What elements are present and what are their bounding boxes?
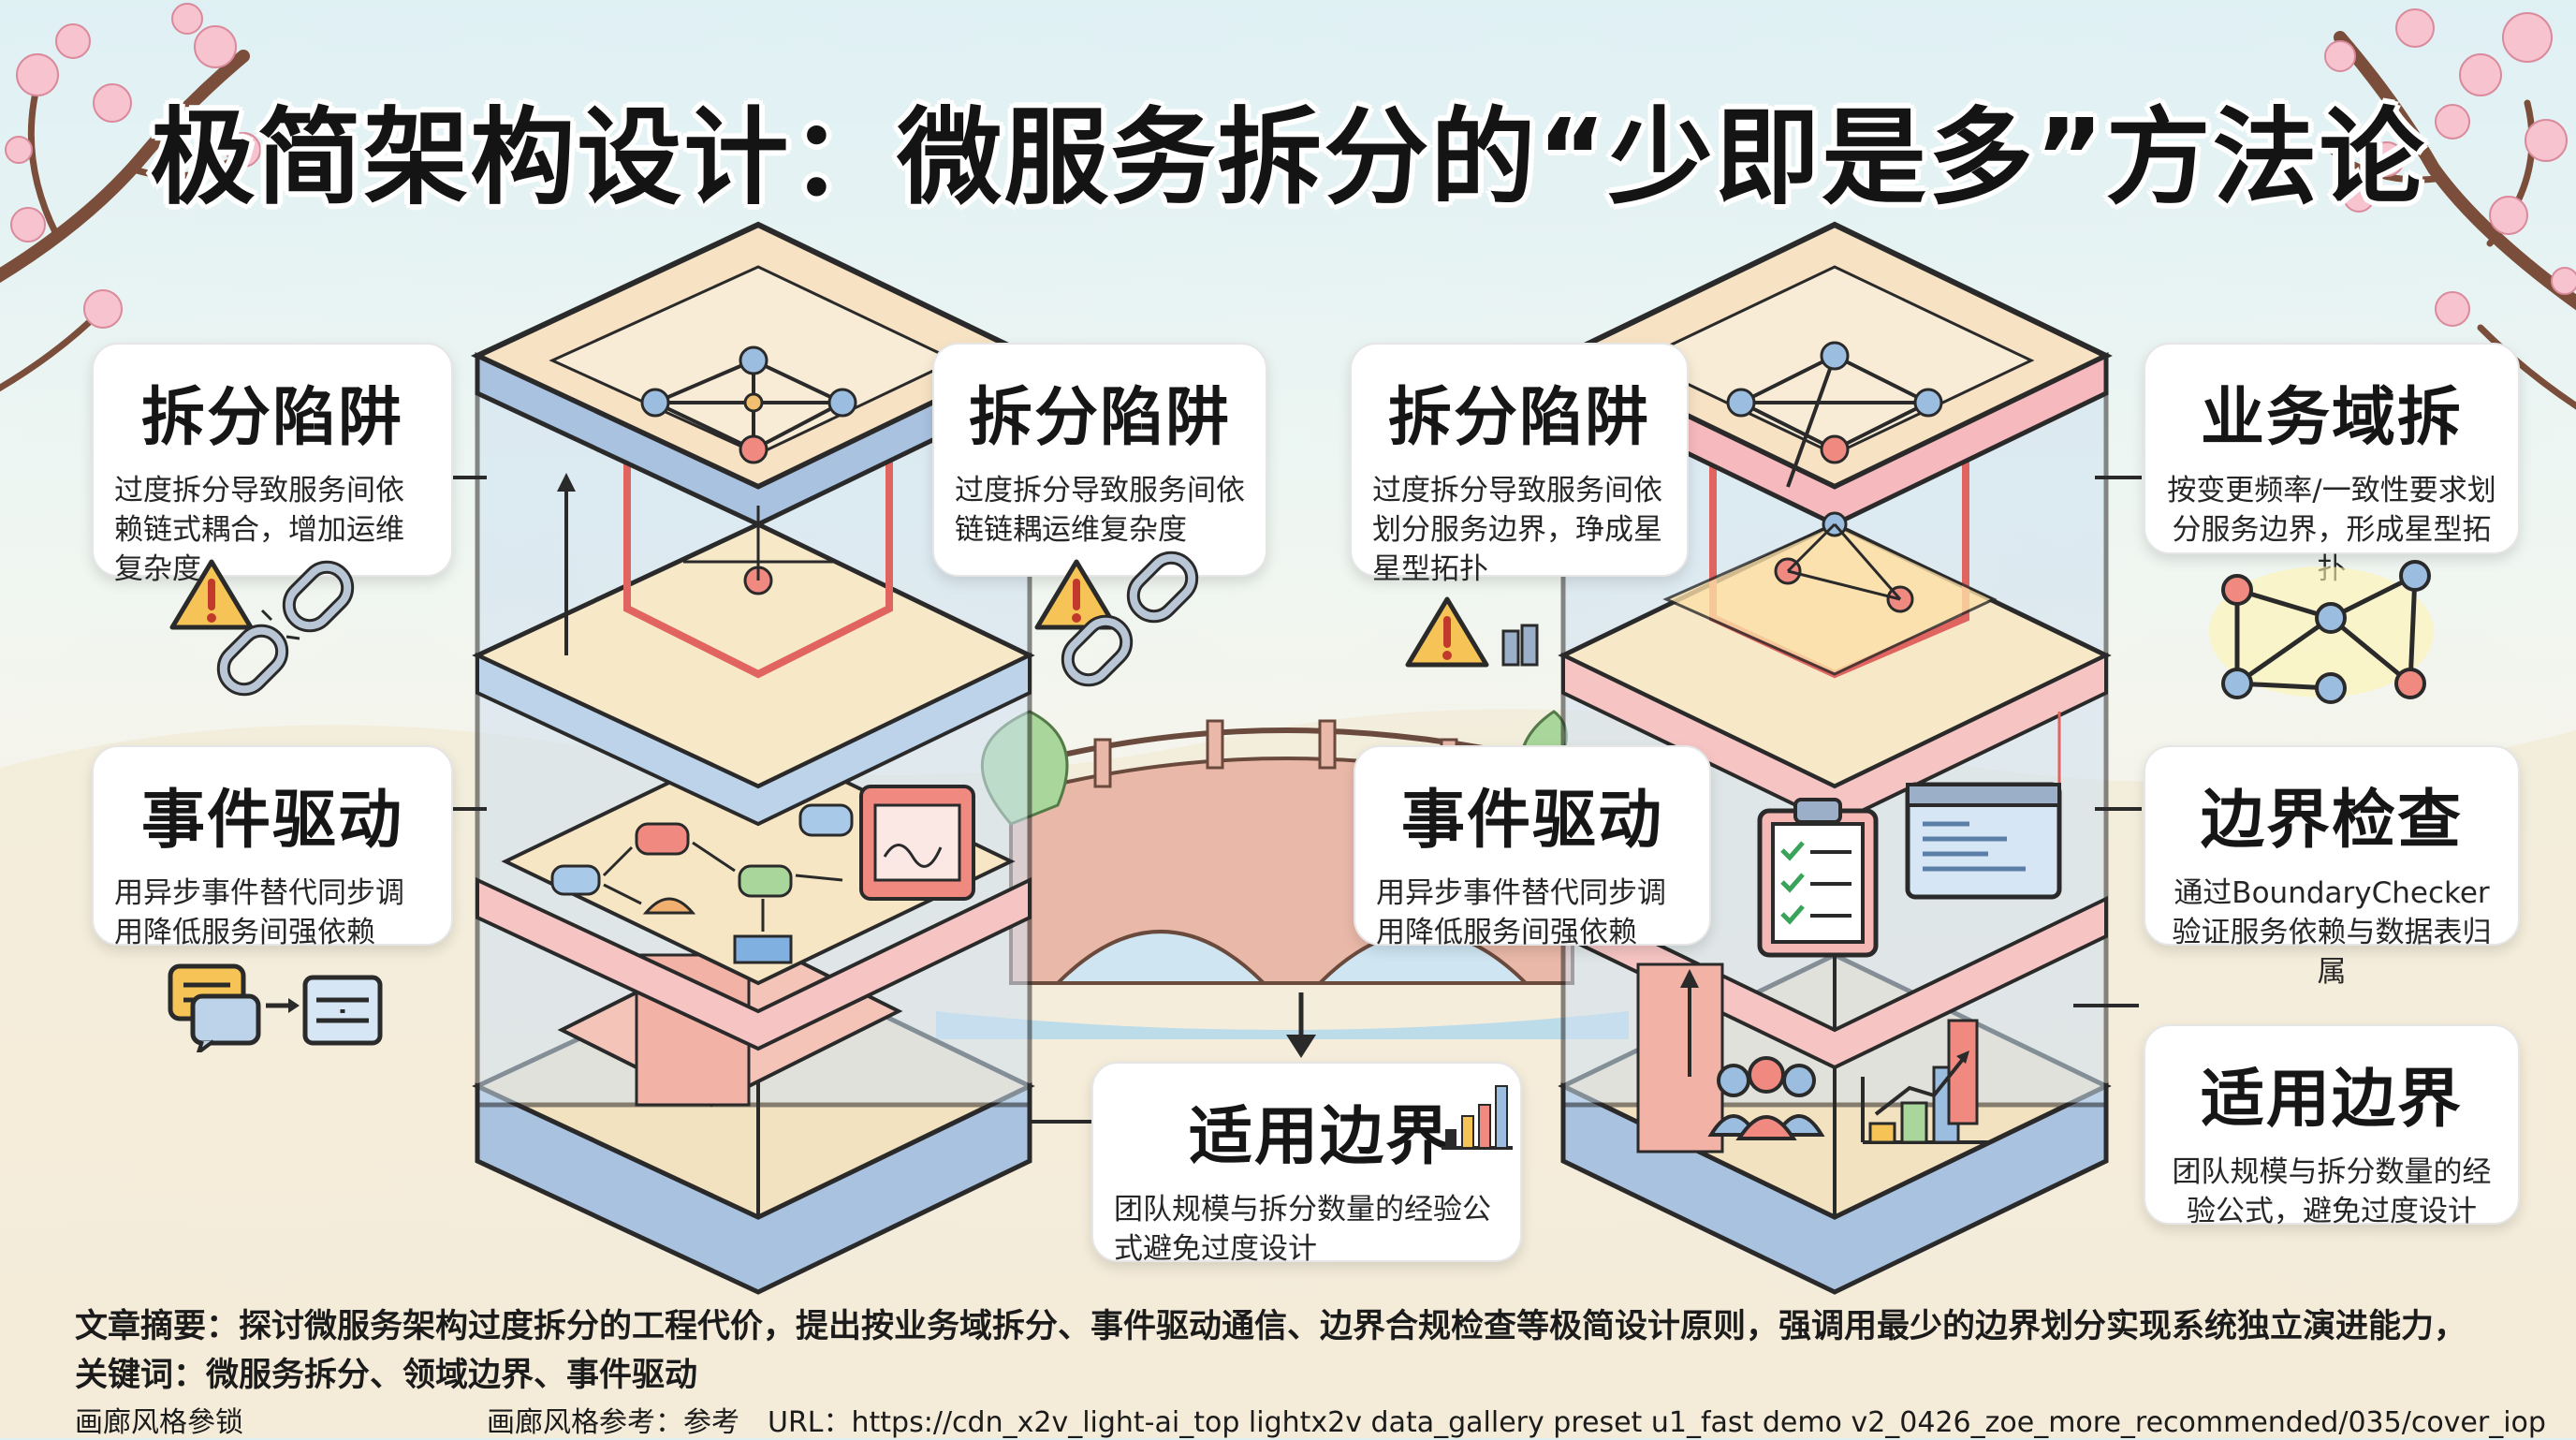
cherry-blossom-left [5, 3, 261, 329]
card-event-left: 事件驱动 用异步事件替代同步调用降低服务间强依赖 [92, 745, 453, 949]
card-domain-split: 业务域拆 按变更频率/一致性要求划分服务边界，形成星型拓扑 [2144, 343, 2520, 586]
left-tower [470, 221, 1036, 1295]
card-body: 过度拆分导致服务间依划分服务边界，琤成星星型拓扑 [1372, 474, 1662, 586]
card-body: 团队规模与拆分数量的经验公式，避免过度设计 [2172, 1155, 2492, 1228]
broken-chain-icon [1061, 551, 1199, 687]
card-heading: 适用边界 [2200, 1063, 2463, 1137]
card-boundary-check: 边界检查 通过BoundaryChecker验证服务依赖与数据表归属 [2144, 745, 2520, 989]
card-applicable-right: 适用边界 团队规模与拆分数量的经验公式，避免过度设计 [2144, 1024, 2520, 1228]
clipboard-checklist-icon [1757, 798, 1879, 958]
card-body: 团队规模与拆分数量的经验公式避免过度设计 [1114, 1193, 1491, 1266]
card-heading: 事件驱动 [1400, 784, 1663, 858]
card-body: 用异步事件替代同步调用降低服务间强依赖 [114, 876, 404, 949]
card-heading: 边界检查 [2200, 784, 2463, 858]
keywords: 关键词：微服务拆分、领域边界、事件驱动 [75, 1357, 698, 1394]
article-summary: 文章摘要：探讨微服务架构过度拆分的工程代价，提出按业务域拆分、事件驱动通信、边界… [75, 1308, 2467, 1345]
code-window-icon [1905, 782, 2062, 900]
chat-bubble-icon [168, 963, 261, 1052]
leader-line [1030, 1120, 1095, 1124]
card-body: 过度拆分导致服务间依赖链式耦合，增加运维复杂度 [114, 474, 404, 586]
broken-chain-icon [1501, 624, 1539, 667]
warning-icon [169, 559, 254, 630]
card-heading: 拆分陷阱 [140, 381, 403, 455]
card-heading: 拆分陷阱 [968, 381, 1231, 455]
star-topology-icon [2209, 560, 2434, 704]
broken-chain-icon [216, 560, 355, 697]
card-body: 过度拆分导致服务间依链链耦运维复杂度 [955, 474, 1245, 547]
card-body: 通过BoundaryChecker验证服务依赖与数据表归属 [2172, 876, 2492, 989]
leader-line [449, 807, 487, 811]
leader-line [2095, 807, 2142, 811]
style-reference-url: 画廊风格参考：参考 URL：https://cdn_x2v_light-ai_t… [487, 1406, 2546, 1439]
card-heading: 适用边界 [1189, 1100, 1452, 1174]
page-title: 极简架构设计：微服务拆分的“少即是多”方法论 [150, 97, 2426, 219]
card-applicable-center: 适用边界 团队规模与拆分数量的经验公式避免过度设计 [1091, 1062, 1522, 1266]
card-heading: 拆分陷阱 [1387, 381, 1650, 455]
flowchart-icon [266, 975, 383, 1046]
style-label: 画廊风格參锁 [75, 1406, 243, 1439]
warning-icon [1034, 559, 1119, 630]
card-body: 用异步事件替代同步调用降低服务间强依赖 [1376, 876, 1666, 949]
bar-chart-icon [1442, 1085, 1513, 1150]
card-trap-center-left: 拆分陷阱 过度拆分导致服务间依链链耦运维复杂度 [932, 343, 1267, 577]
card-event-center: 事件驱动 用异步事件替代同步调用降低服务间强依赖 [1354, 745, 1711, 949]
card-trap-left: 拆分陷阱 过度拆分导致服务间依赖链式耦合，增加运维复杂度 [92, 343, 453, 586]
card-trap-center-right: 拆分陷阱 过度拆分导致服务间依划分服务边界，琤成星星型拓扑 [1350, 343, 1689, 586]
card-heading: 业务域拆 [2200, 381, 2463, 455]
warning-icon [1405, 596, 1489, 668]
leader-line [2073, 1004, 2139, 1007]
down-arrow-icon [1286, 992, 1316, 1058]
bar-chart-icon [1861, 1019, 1989, 1144]
team-icon [1707, 1056, 1825, 1140]
leader-line [2095, 476, 2142, 479]
card-heading: 事件驱动 [140, 784, 403, 858]
cherry-blossom-right [2324, 8, 2576, 327]
leader-line [449, 476, 487, 479]
